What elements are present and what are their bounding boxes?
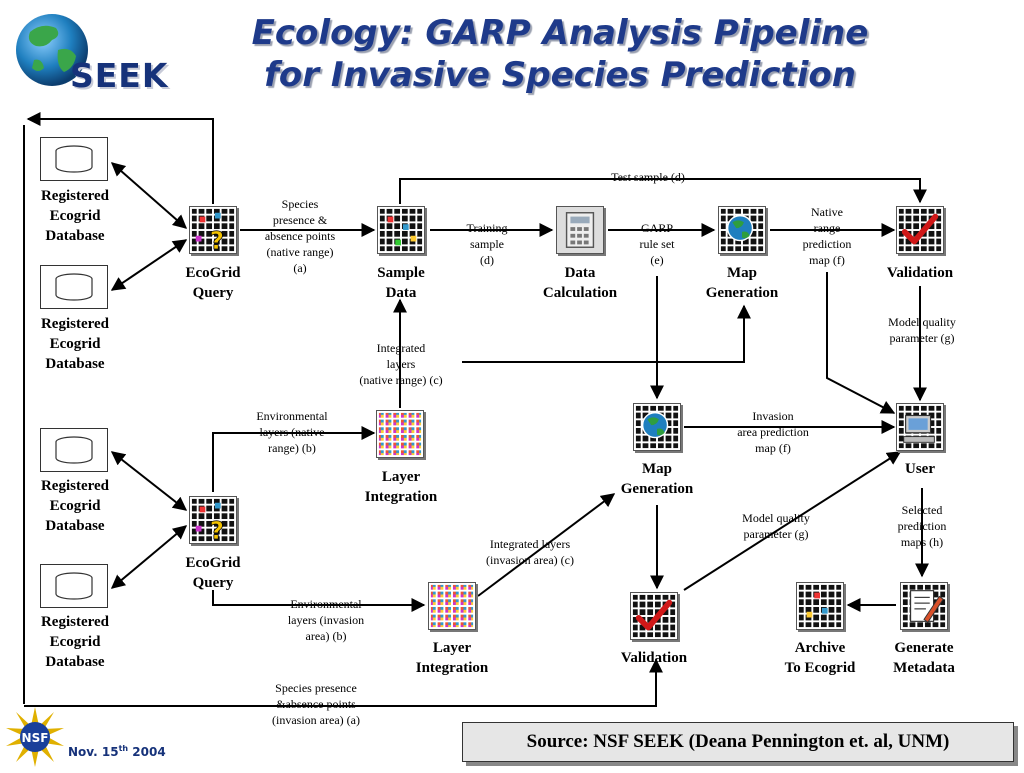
grid-question-icon: ? (191, 498, 235, 543)
grid-archive-icon (798, 584, 842, 628)
archive-icon (796, 582, 844, 630)
edge-layer2-map2 (477, 493, 616, 597)
layer-integration-1-icon (376, 410, 424, 458)
colored-layer-grid-icon (378, 412, 422, 456)
svg-text:?: ? (210, 516, 224, 543)
database-box-4 (40, 564, 108, 608)
edge-feedback-top (26, 112, 214, 204)
grid-checkmark-icon (898, 208, 942, 252)
validation-2-icon (630, 592, 678, 640)
grid-globe-icon (720, 208, 764, 252)
edge-label-test-sample: Test sample (d) (611, 170, 685, 184)
grid-checkmark-icon (632, 594, 676, 638)
edge-test-sample (399, 178, 927, 204)
layer-integration-2-icon (428, 582, 476, 630)
svg-text:?: ? (210, 226, 224, 253)
title-line-2: for Invasive Species Prediction (264, 55, 856, 95)
globe-logo-icon (16, 14, 88, 86)
title-line-1: Ecology: GARP Analysis Pipeline (251, 13, 869, 53)
nsf-seal-icon: NSF (6, 707, 64, 767)
logo-text: SEEK (70, 56, 169, 95)
validation-1-icon (896, 206, 944, 254)
database-cylinder-icon (55, 273, 93, 301)
edge-label-species-invasion: Species presence&absence points(invasion… (272, 681, 360, 727)
data-calculation-icon (556, 206, 604, 254)
edge-layer1-map1 (462, 304, 751, 363)
grid-question-icon: ? (191, 208, 235, 253)
map-generation-2-icon (633, 403, 681, 451)
computer-user-icon (898, 405, 942, 449)
database-box-3 (40, 428, 108, 472)
sample-data-icon (377, 206, 425, 254)
database-cylinder-icon (55, 145, 93, 173)
source-citation: Source: NSF SEEK (Deana Pennington et. a… (462, 722, 1014, 762)
seek-logo: SEEK (12, 10, 212, 100)
edge-query2-layer1 (212, 426, 376, 492)
edge-native-map-user (826, 272, 896, 414)
edge-query2-layer2 (212, 590, 426, 612)
edge-db3-query2 (110, 451, 188, 511)
validation-2-label: Validation (620, 650, 688, 666)
calculator-icon (565, 212, 595, 248)
edge-validation2-user (683, 451, 902, 591)
ecogrid-query-1-icon: ? (189, 206, 237, 254)
ecogrid-query-2-icon: ? (189, 496, 237, 544)
edge-db4-query2 (110, 525, 188, 589)
database-box-1 (40, 137, 108, 181)
database-cylinder-icon (55, 436, 93, 464)
edge-label-integrated-invasion: Integrated layers(invasion area) (c) (486, 537, 574, 567)
colored-layer-grid-icon (430, 584, 474, 628)
grid-globe-icon (635, 405, 679, 449)
edge-db1-query1 (110, 162, 188, 229)
edge-species-invasion (24, 658, 663, 707)
nsf-logo: NSF (4, 706, 66, 768)
user-label: User (905, 461, 935, 477)
svg-text:NSF: NSF (22, 731, 49, 745)
database-box-2 (40, 265, 108, 309)
validation-1-label: Validation (886, 265, 954, 281)
database-cylinder-icon (55, 572, 93, 600)
generate-metadata-icon (900, 582, 948, 630)
grid-sample-icon (379, 208, 423, 252)
date-label: Nov. 15th 2004 (68, 744, 166, 759)
document-pen-icon (902, 584, 946, 628)
page-title: Ecology: GARP Analysis Pipeline for Inva… (220, 12, 900, 96)
user-icon (896, 403, 944, 451)
edge-db2-query1 (110, 239, 188, 291)
map-generation-1-icon (718, 206, 766, 254)
